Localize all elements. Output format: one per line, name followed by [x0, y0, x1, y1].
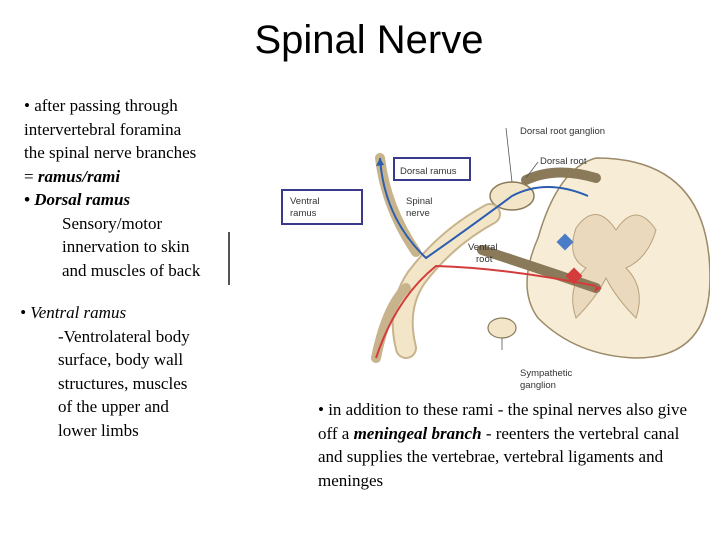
text-line: of the upper and: [58, 397, 169, 416]
ventral-ramus-heading: • Ventral ramus: [20, 303, 127, 322]
label-sympathetic-ganglion: Sympathetic: [520, 368, 573, 379]
ventral-ramus-label-box: [281, 189, 363, 225]
label-spinal-nerve: nerve: [406, 208, 430, 219]
sensory-arrowhead: [376, 158, 384, 166]
label-ventral-ramus: Ventral: [290, 196, 320, 207]
label-spinal-nerve: Spinal: [406, 196, 432, 207]
motor-arrowhead: [594, 286, 602, 292]
text-line: Sensory/motor: [62, 213, 163, 233]
text-line: structures, muscles: [58, 373, 188, 393]
text-line: surface, body wall: [58, 350, 184, 369]
motor-fiber: [375, 264, 597, 359]
dorsal-root: [521, 167, 601, 185]
ventral-ramus-text-block: • Ventral ramus -Ventrolateral body surf…: [20, 301, 190, 442]
ventral-ramus: [371, 283, 411, 363]
meningeal-branch-text: • in addition to these rami - the spinal…: [318, 398, 698, 492]
slide-title: Spinal Nerve: [254, 18, 484, 62]
leader-line: [525, 161, 539, 179]
text-line: intervertebral foramina: [24, 119, 182, 139]
label-ventral-root: root: [476, 254, 493, 265]
label-ventral-ramus: ramus: [290, 208, 317, 219]
label-dorsal-ramus: Dorsal ramus: [400, 166, 457, 177]
sensory-neuron-marker: [556, 233, 574, 251]
motor-neuron-marker: [565, 267, 583, 285]
label-dorsal-root-ganglion: Dorsal root ganglion: [520, 126, 605, 137]
leader-line: [505, 127, 513, 183]
rami-text-block: • after passing through intervertebral f…: [24, 94, 200, 282]
dorsal-ramus-heading: • Dorsal ramus: [24, 190, 131, 209]
text-fragment: • in addition to these rami - the spinal…: [318, 400, 688, 443]
text-fragment: =: [24, 166, 38, 186]
text-line: = ramus/rami: [24, 165, 200, 189]
dorsal-ramus-label-box: [393, 157, 471, 181]
label-sympathetic-ganglion: ganglion: [520, 380, 556, 391]
text-fragment: - reenters the vertebral canal and suppl…: [318, 423, 680, 490]
label-ventral-root: Ventral: [468, 242, 498, 253]
spinal-nerve-diagram: Dorsal root ganglion Dorsal root Dorsal …: [281, 126, 710, 391]
label-dorsal-root: Dorsal root: [540, 156, 587, 167]
text-line: lower limbs: [58, 420, 139, 440]
rami-term: ramus/rami: [37, 166, 121, 186]
text-line: innervation to skin: [62, 237, 190, 256]
text-line: -Ventrolateral body: [58, 326, 190, 346]
text-line: • after passing through: [24, 96, 178, 115]
text-line: the spinal nerve branches: [24, 143, 197, 162]
sensory-fiber: [379, 157, 589, 260]
meningeal-branch-term: meningeal branch: [353, 423, 482, 443]
text-line: and muscles of back: [62, 260, 201, 280]
sympathetic-ganglion: [487, 317, 517, 339]
divider: [228, 232, 230, 285]
